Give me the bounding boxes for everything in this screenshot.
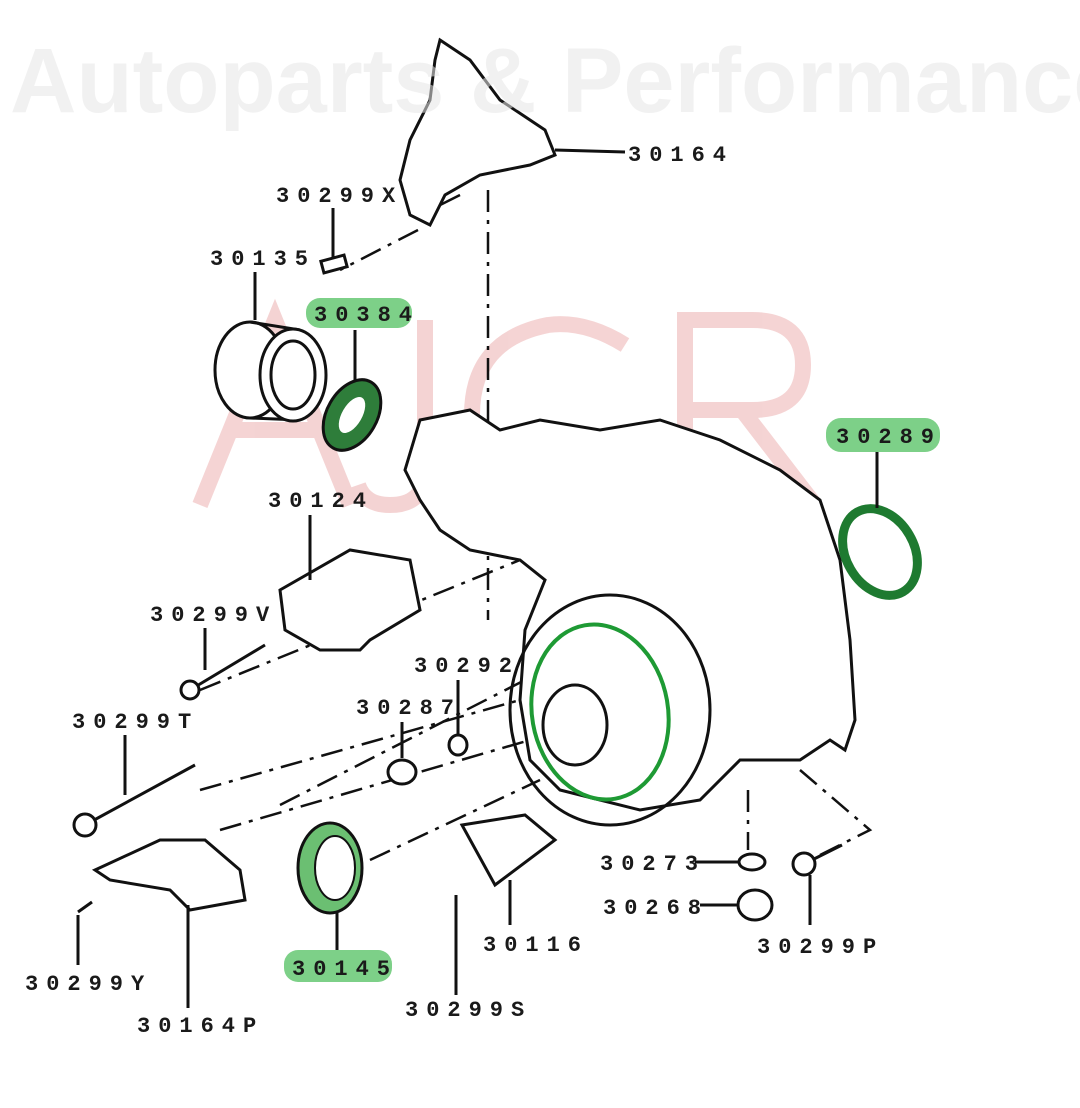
label-30292: 30292 — [414, 654, 520, 679]
shield-30164P — [91, 838, 247, 912]
seal-30289 — [838, 452, 922, 600]
highlight-30289 — [826, 418, 940, 452]
housing-bore — [541, 683, 609, 767]
seal-30384 — [321, 330, 383, 452]
label-30299X: 30299X — [276, 184, 403, 209]
label-30145: 30145 — [292, 957, 398, 982]
label-30289: 30289 — [836, 425, 942, 450]
bushing-30135 — [213, 272, 328, 423]
label-30299S: 30299S — [405, 998, 532, 1023]
watermark-tagline: Autoparts & Performance — [10, 30, 1080, 132]
highlight-housing-seal — [529, 622, 671, 802]
label-30273: 30273 — [600, 852, 706, 877]
label-30287: 30287 — [356, 696, 462, 721]
label-30384: 30384 — [314, 303, 420, 328]
highlight-30145 — [284, 950, 392, 982]
bracket-30124 — [278, 548, 422, 652]
washer-30292 — [447, 733, 469, 757]
bolt-30299T — [84, 763, 196, 827]
label-30116: 30116 — [483, 933, 589, 958]
bolt-30299Y — [77, 900, 93, 914]
cover-plate-30116 — [459, 813, 558, 888]
bolt-30299V — [189, 643, 266, 692]
label-30268: 30268 — [603, 896, 709, 921]
label-30299P: 30299P — [757, 935, 884, 960]
label-30124: 30124 — [268, 489, 374, 514]
highlight-30384 — [306, 298, 412, 328]
label-30299V: 30299V — [150, 603, 277, 628]
label-30135: 30135 — [210, 247, 316, 272]
label-30164P: 30164P — [137, 1014, 264, 1039]
label-30299T: 30299T — [72, 710, 199, 735]
label-30299Y: 30299Y — [25, 972, 152, 997]
bolt-30299X — [319, 253, 349, 275]
housing-flange — [508, 593, 712, 827]
seal-30145 — [296, 821, 364, 950]
cover-30164 — [398, 37, 557, 228]
plug-30268 — [736, 888, 774, 922]
transfer-housing — [403, 408, 857, 812]
plug-30287 — [386, 758, 418, 786]
washer-30273 — [737, 852, 767, 872]
label-30164: 30164 — [628, 143, 734, 168]
